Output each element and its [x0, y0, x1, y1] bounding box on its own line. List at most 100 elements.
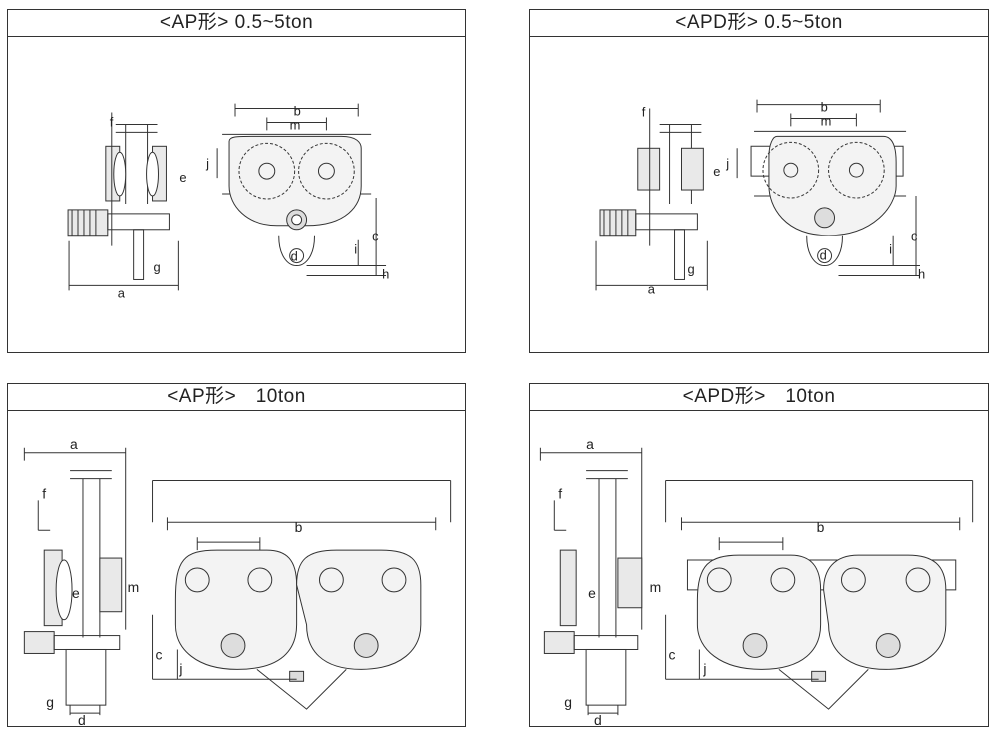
dim-m-line: [790, 113, 857, 127]
trolley-drawing-apd-small: f e g a b m j c i d: [595, 100, 925, 296]
dim-label-f: f: [42, 485, 46, 501]
wheel-hub-right: [848, 162, 864, 178]
dim-lines-side: [68, 112, 179, 291]
wheel-right: [146, 151, 159, 197]
panel-title: <APD形> 0.5~5ton: [530, 10, 988, 37]
dim-label-b: b: [821, 100, 828, 115]
wheel-hub-2: [770, 567, 796, 593]
panel-drawing: a f e m g d b c j: [8, 411, 465, 726]
dim-label-i: i: [889, 242, 892, 257]
dim-label-a: a: [70, 436, 78, 452]
gear-housing: [599, 209, 637, 237]
trolley-frame-right: [296, 549, 422, 670]
wheel-front-left: [762, 141, 820, 199]
dim-label-e: e: [713, 164, 720, 179]
dim-label-b: b: [294, 104, 301, 119]
dim-label-h: h: [382, 266, 389, 281]
wheel-front-right: [828, 141, 885, 199]
dim-label-j: m: [128, 579, 140, 595]
dim-label-f: f: [642, 104, 646, 119]
dim-a-line: [23, 447, 127, 630]
diagram-panel-ap-small: <AP形> 0.5~5ton f e g a: [7, 9, 466, 353]
beam-flange: [659, 123, 702, 133]
dim-d-line: [69, 705, 101, 716]
dim-label-h: h: [918, 266, 925, 281]
beam-outline-front: [665, 480, 974, 523]
dim-label-e: e: [72, 585, 80, 601]
wheel-hub-4: [381, 567, 407, 593]
dim-label-j: j: [205, 156, 209, 171]
hanger-block: [65, 648, 107, 706]
trolley-frame-right: [823, 554, 947, 670]
gear-cover-right: [617, 557, 643, 609]
panel-title: <AP形> 10ton: [8, 384, 465, 411]
dim-b-line: [234, 103, 359, 117]
dim-label-d: d: [291, 249, 298, 264]
dim-label-d: d: [820, 248, 827, 263]
hanger-plate: [133, 229, 145, 280]
dim-label-g: g: [154, 260, 161, 275]
wheel-hub-4: [905, 567, 931, 593]
dim-d-line: [587, 705, 619, 716]
gear-housing: [543, 631, 575, 654]
panel-drawing: f e g a b m j c i d: [530, 37, 988, 352]
panel-drawing: a f e m g d b c j: [530, 411, 988, 726]
dim-c-i-lines: [152, 614, 297, 680]
axle: [53, 635, 121, 650]
gear-cover-left: [637, 147, 661, 191]
beam-outline-front: [152, 480, 452, 523]
hook-shackle: [806, 235, 843, 266]
gear-cover-right: [99, 557, 123, 613]
shackle-pin: [289, 248, 305, 264]
axle: [107, 213, 170, 231]
hook-shackle: [278, 235, 316, 266]
wheel-hub-2: [247, 567, 273, 593]
dim-label-d: d: [78, 712, 86, 726]
dim-lines-front: [216, 148, 387, 276]
dim-label-e: e: [588, 585, 596, 601]
diagram-panel-apd-10ton: <APD形> 10ton: [529, 383, 989, 727]
dim-lines-side: [595, 108, 708, 291]
diagram-panel-apd-small: <APD形> 0.5~5ton f e g a: [529, 9, 989, 353]
trolley-frame-left: [174, 549, 298, 670]
dim-label-g: g: [46, 694, 54, 710]
dim-label-b: b: [817, 519, 825, 535]
dim-label-c: c: [911, 229, 918, 244]
dim-lines-front: [736, 148, 920, 276]
diagram-panel-ap-10ton: <AP形> 10ton: [7, 383, 466, 727]
dim-label-m: m: [821, 113, 832, 128]
dim-label-i: j: [178, 660, 182, 676]
dim-m-line: [196, 537, 261, 551]
suspension-bolt-left: [220, 633, 246, 658]
equalizer-bar: [256, 668, 347, 710]
trolley-frame-left: [696, 554, 822, 670]
dim-label-a: a: [586, 436, 594, 452]
dim-label-i: i: [354, 242, 357, 257]
dim-m-line: [718, 537, 784, 551]
axle: [573, 635, 639, 650]
gear-teeth: [71, 209, 97, 236]
dim-label-c: c: [372, 229, 379, 244]
dim-f-line: [37, 500, 51, 531]
suspension-bolt: [814, 207, 836, 229]
wheel-hub-right: [317, 162, 335, 180]
wheel-hub-left: [783, 162, 799, 178]
panel-drawing: f e g a b m j c: [8, 37, 465, 352]
wheel-front-left: [238, 142, 296, 200]
dim-b-line: [166, 517, 437, 531]
dim-label-d: d: [594, 712, 602, 726]
side-plate-left: [559, 549, 577, 627]
gear-housing: [67, 209, 109, 237]
dim-b-line: [680, 517, 961, 531]
dim-label-m: m: [290, 117, 301, 132]
wheel-left: [55, 559, 73, 621]
equalizer-pin: [289, 670, 305, 682]
equalizer-pin: [811, 670, 827, 682]
dim-label-g: g: [687, 261, 694, 276]
dim-label-a: a: [118, 285, 126, 300]
dim-label-g: g: [564, 694, 572, 710]
dim-label-i: j: [702, 660, 706, 676]
trolley-drawing-apd-10ton: a f e m g d b c j: [539, 436, 974, 726]
dim-m-line: [266, 117, 327, 131]
dim-c-i-lines: [665, 614, 819, 680]
